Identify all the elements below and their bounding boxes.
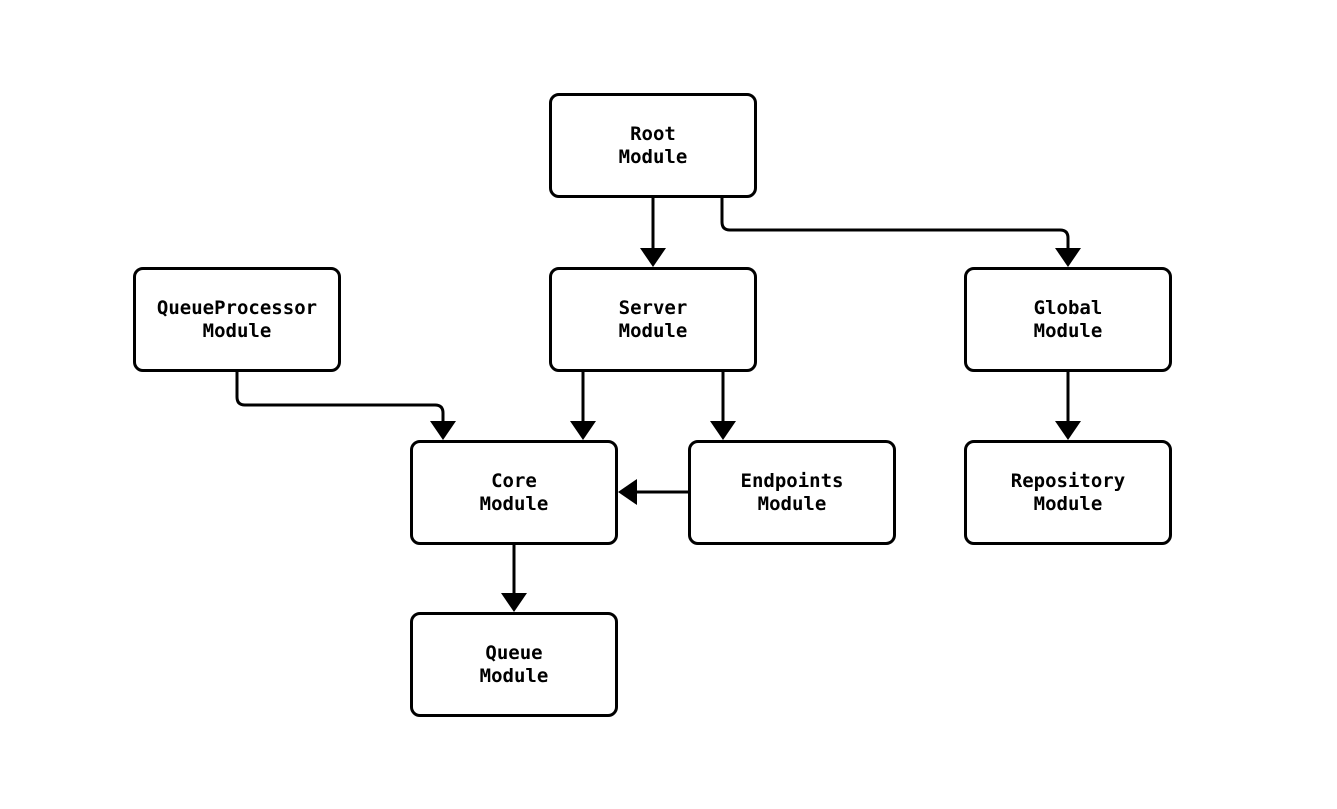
- node-root-module: Root Module: [549, 93, 757, 198]
- edge-root-to-server-arrowhead: [640, 248, 666, 267]
- node-core-module: Core Module: [410, 440, 618, 545]
- edge-queueprocessor-to-core-line: [235, 372, 445, 421]
- edge-core-to-queue-arrowhead: [501, 593, 527, 612]
- edge-server-to-endpoints-arrowhead: [710, 421, 736, 440]
- node-queue-module: Queue Module: [410, 612, 618, 717]
- edge-queueprocessor-to-core-arrowhead: [430, 421, 456, 440]
- edge-endpoints-to-core-arrowhead: [618, 479, 637, 505]
- node-endpoints-module: Endpoints Module: [688, 440, 896, 545]
- edge-root-to-global-line: [720, 198, 1070, 248]
- edge-server-to-core-arrowhead: [570, 421, 596, 440]
- node-global-module-label: Global Module: [1033, 296, 1103, 342]
- node-server-module: Server Module: [549, 267, 757, 372]
- node-queueprocessor-module-label: QueueProcessor Module: [156, 296, 318, 342]
- node-core-module-label: Core Module: [479, 469, 549, 515]
- node-repository-module: Repository Module: [964, 440, 1172, 545]
- edge-root-to-global-arrowhead: [1055, 248, 1081, 267]
- node-queue-module-label: Queue Module: [479, 641, 549, 687]
- node-root-module-label: Root Module: [618, 122, 688, 168]
- node-endpoints-module-label: Endpoints Module: [740, 469, 844, 515]
- edge-global-to-repository-arrowhead: [1055, 421, 1081, 440]
- node-server-module-label: Server Module: [618, 296, 688, 342]
- node-global-module: Global Module: [964, 267, 1172, 372]
- node-queueprocessor-module: QueueProcessor Module: [133, 267, 341, 372]
- node-repository-module-label: Repository Module: [1010, 469, 1126, 515]
